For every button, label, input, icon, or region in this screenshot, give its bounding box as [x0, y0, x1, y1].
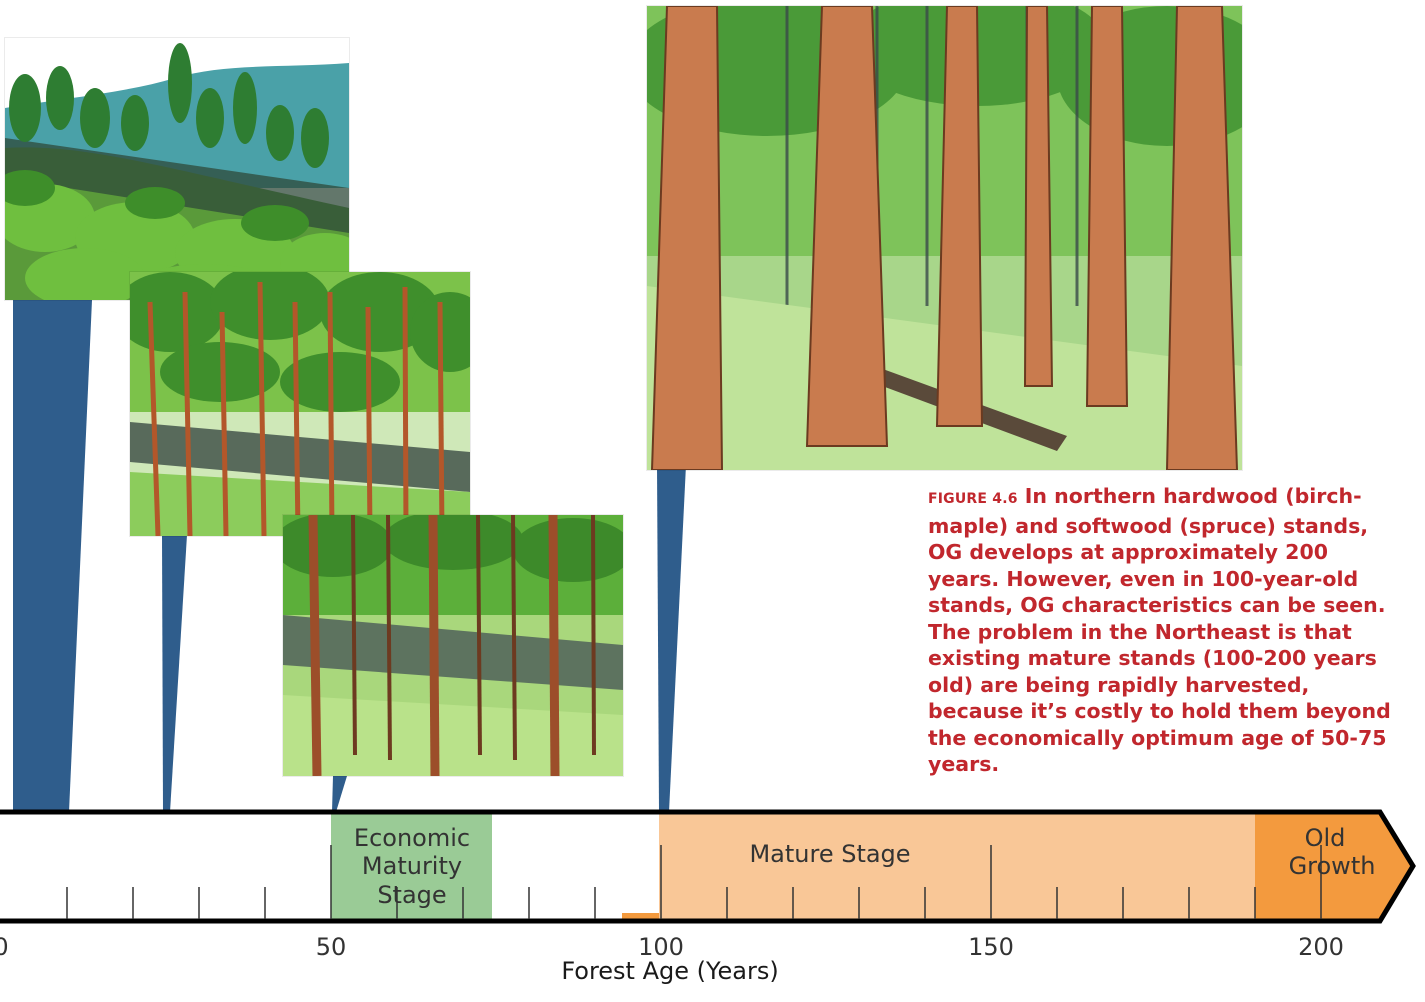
mature-forest-illustration — [647, 6, 1242, 470]
pointer-wedge-3 — [332, 776, 347, 812]
figure-label: FIGURE 4.6 — [928, 491, 1018, 507]
figure-caption-text: In northern hardwood (birch-maple) and s… — [928, 484, 1391, 776]
pointer-wedge-1 — [13, 300, 92, 812]
axis-title: Forest Age (Years) — [561, 957, 779, 985]
pointer-wedge-2 — [162, 535, 187, 812]
figure-caption: FIGURE 4.6 In northern hardwood (birch-m… — [928, 483, 1398, 778]
pole-stand-illustration — [130, 272, 470, 536]
young-forest-illustration — [5, 38, 349, 300]
economic-maturity-forest-illustration — [283, 515, 623, 776]
pointer-wedge-4 — [657, 465, 686, 812]
